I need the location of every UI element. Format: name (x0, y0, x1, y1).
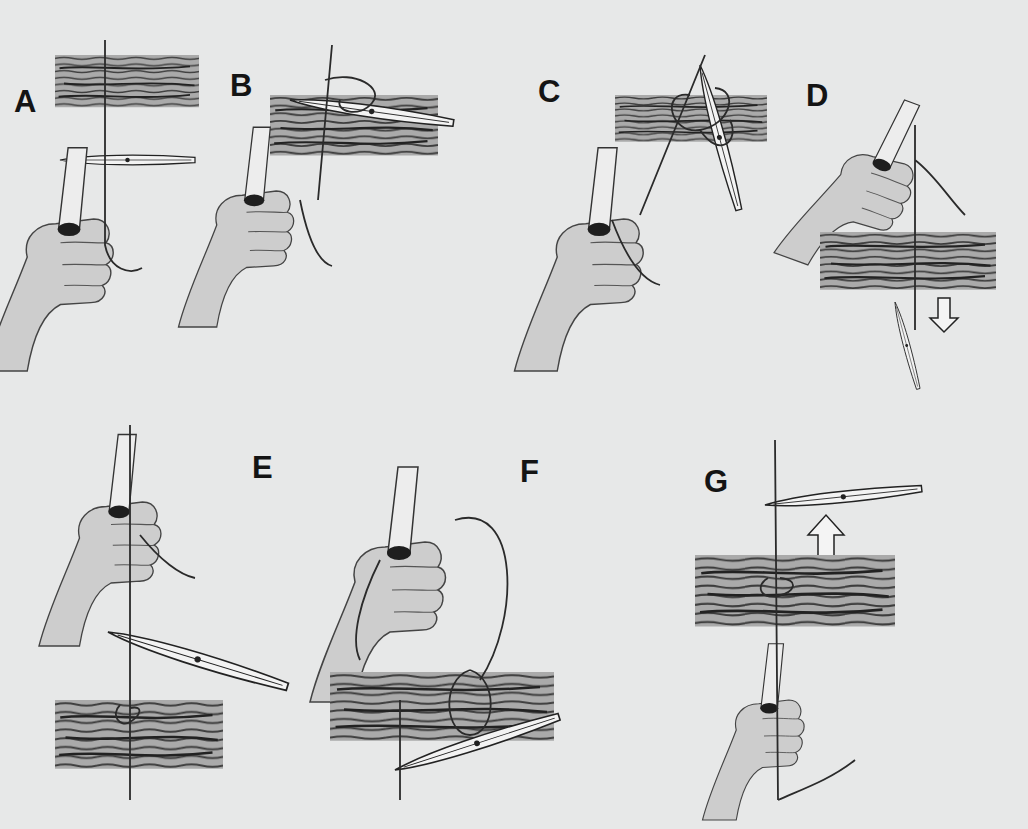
needle-holder (393, 711, 561, 776)
needle-holder (106, 626, 289, 694)
hand (310, 467, 446, 702)
hand (703, 644, 805, 820)
step-letter: E (252, 452, 273, 483)
hand (39, 435, 161, 647)
suture (105, 40, 142, 271)
needle-holder (289, 94, 454, 129)
step-letter: G (704, 466, 728, 497)
step-letter: C (538, 76, 560, 107)
tissue (820, 232, 996, 290)
step-b-figure (179, 45, 455, 327)
step-e-figure (39, 425, 289, 800)
step-f-figure (310, 467, 561, 800)
needle-holder (892, 301, 922, 390)
tissue (55, 55, 199, 107)
step-letter: B (230, 70, 252, 101)
step-d-figure (774, 76, 996, 390)
suture (300, 45, 375, 266)
step-letter: A (14, 86, 36, 117)
tissue (615, 95, 767, 142)
suture (612, 55, 733, 285)
hand (179, 127, 294, 327)
suture (116, 425, 195, 800)
step-g-figure (695, 440, 922, 820)
hand (515, 148, 644, 371)
step-c-figure (515, 55, 768, 371)
step-letter: F (520, 456, 539, 487)
direction-arrow (930, 298, 958, 332)
step-a-figure (0, 40, 199, 371)
suture (356, 518, 507, 800)
tissue (695, 555, 895, 627)
step-letter: D (806, 80, 828, 111)
hand (0, 148, 113, 371)
suture (761, 440, 855, 800)
needle-holder (764, 483, 922, 511)
needle-holder (695, 64, 744, 212)
